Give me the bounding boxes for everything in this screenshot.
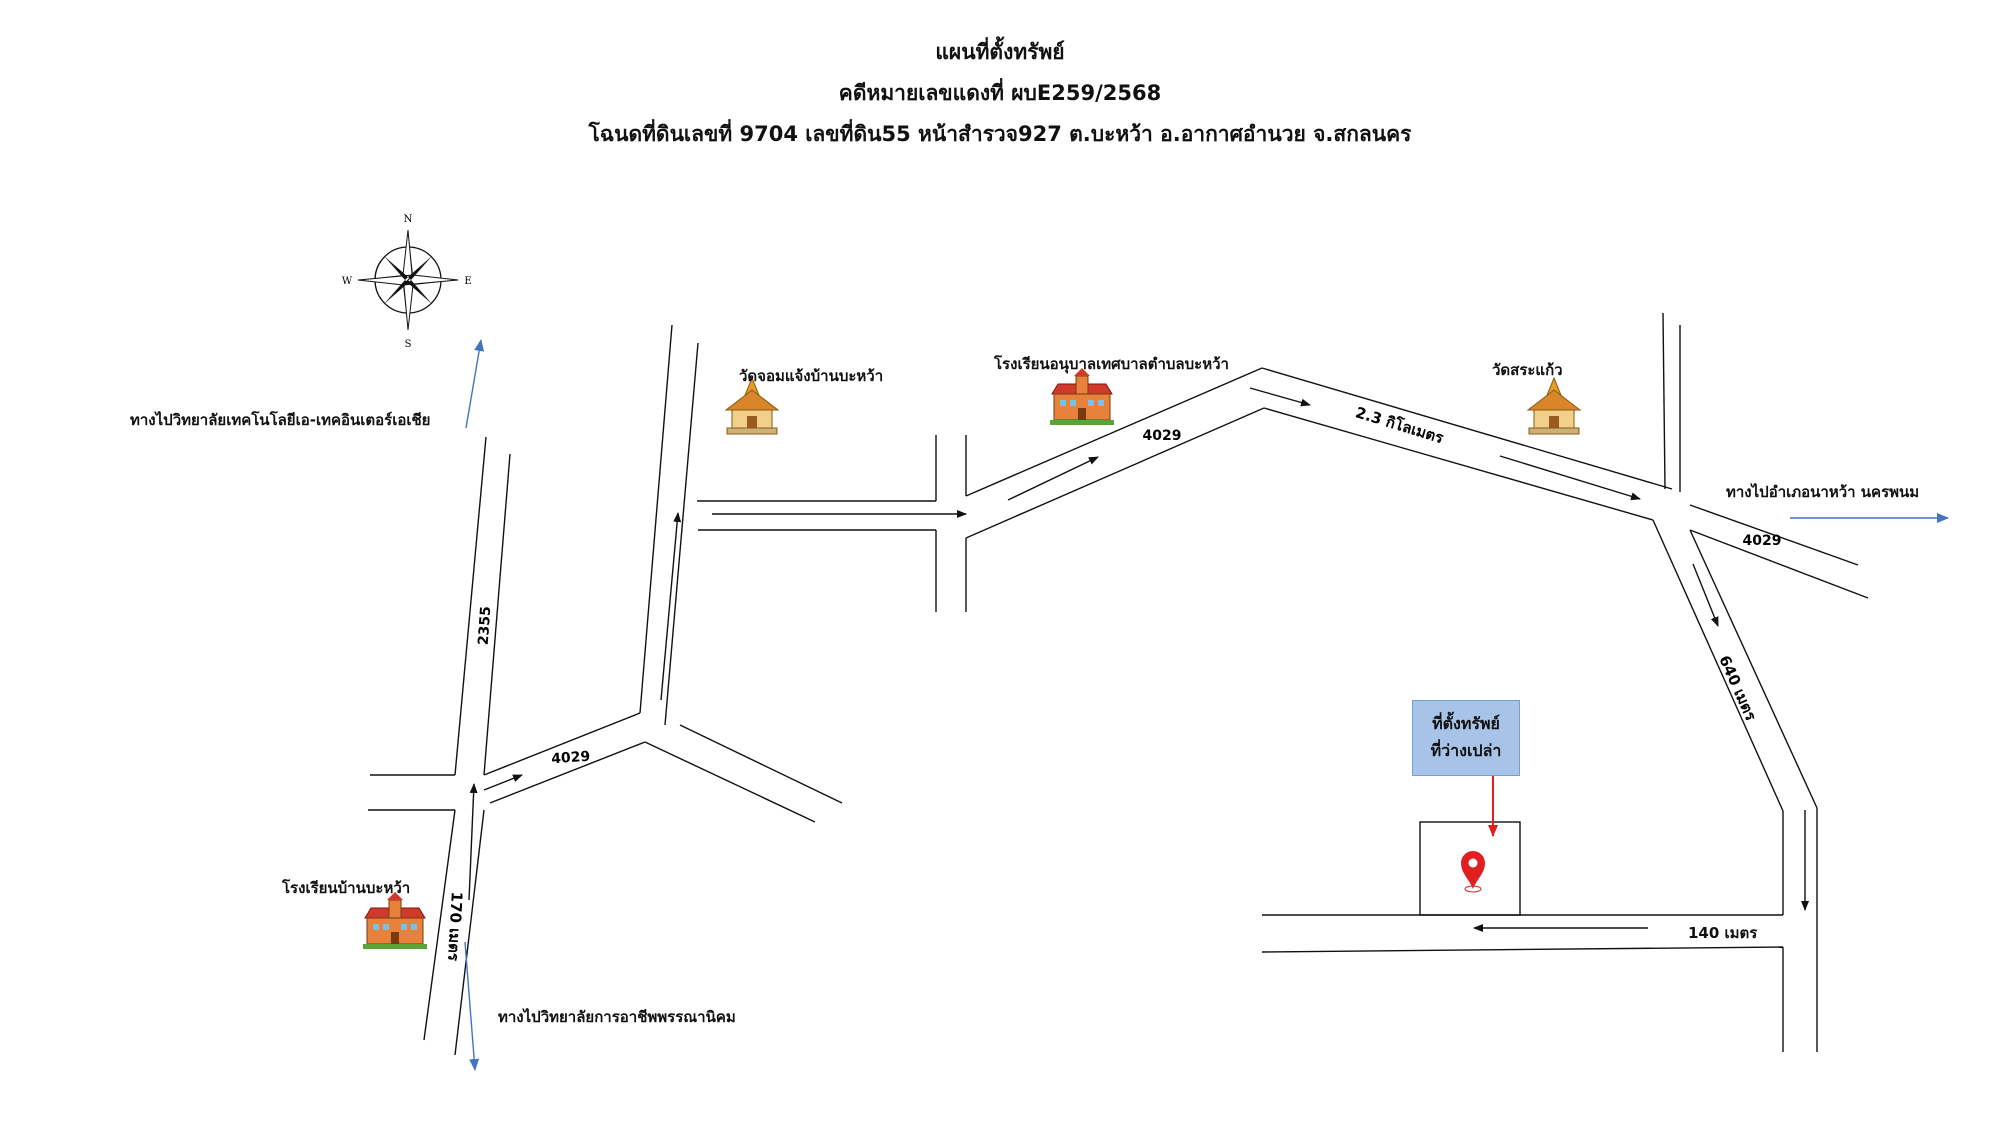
landmark-school-bawa: โรงเรียนบ้านบะหว้า [282,879,411,897]
map-header: แผนที่ตั้งทรัพย์ คดีหมายเลขแดงที่ ผบE259… [0,32,2000,155]
compass-n: N [404,214,413,225]
location-pin-icon [1461,851,1485,893]
roads [368,312,1869,1056]
distance-label-640m: 640 เมตร [1715,653,1760,725]
compass-e: E [464,276,471,287]
compass-s: S [405,339,412,350]
compass-w: W [342,276,353,287]
direction-to-naphawa: ทางไปอำเภอนาหว้า นครพนม [1726,483,1920,501]
road-label-4029: 4029 [551,749,591,768]
direction-to-vocational-college: ทางไปวิทยาลัยการอาชีพพรรณานิคม [498,1008,736,1026]
landmark-kindergarten: โรงเรียนอนุบาลเทศบาลตำบลบะหว้า [994,355,1229,373]
compass-rose-icon: N S E W [342,214,472,350]
road-label-4029: 4029 [1743,533,1782,549]
school-icon [1050,368,1114,425]
distance-label-170m: 170 เมตร [444,891,466,962]
direction-to-tech-college: ทางไปวิทยาลัยเทคโนโลยีเอ-เทคอินเตอร์เอเช… [130,411,431,429]
property-callout: ที่ตั้งทรัพย์ ที่ว่างเปล่า [1412,700,1520,776]
case-number: คดีหมายเลขแดงที่ ผบE259/2568 [838,81,1162,105]
callout-line-2: ที่ว่างเปล่า [1430,741,1502,760]
road-label-4029: 4029 [1143,428,1182,444]
travel-arrows [468,387,1809,932]
landmark-temple-srakaew: วัดสระแก้ว [1492,361,1563,379]
direction-arrows [464,339,1949,1071]
callout-line-1: ที่ตั้งทรัพย์ [1432,714,1500,733]
temple-icon [1526,376,1582,435]
temple-icon [724,376,780,435]
road-label-2355: 2355 [476,606,495,646]
distance-label-140m: 140 เมตร [1688,924,1758,942]
landmark-temple-jomjaeng: วัดจอมแจ้งบ้านบะหว้า [739,367,884,385]
school-icon [363,892,427,949]
deed-info: โฉนดที่ดินเลขที่ 9704 เลขที่ดิน55 หน้าสำ… [588,122,1412,146]
map-title: แผนที่ตั้งทรัพย์ [935,40,1065,64]
